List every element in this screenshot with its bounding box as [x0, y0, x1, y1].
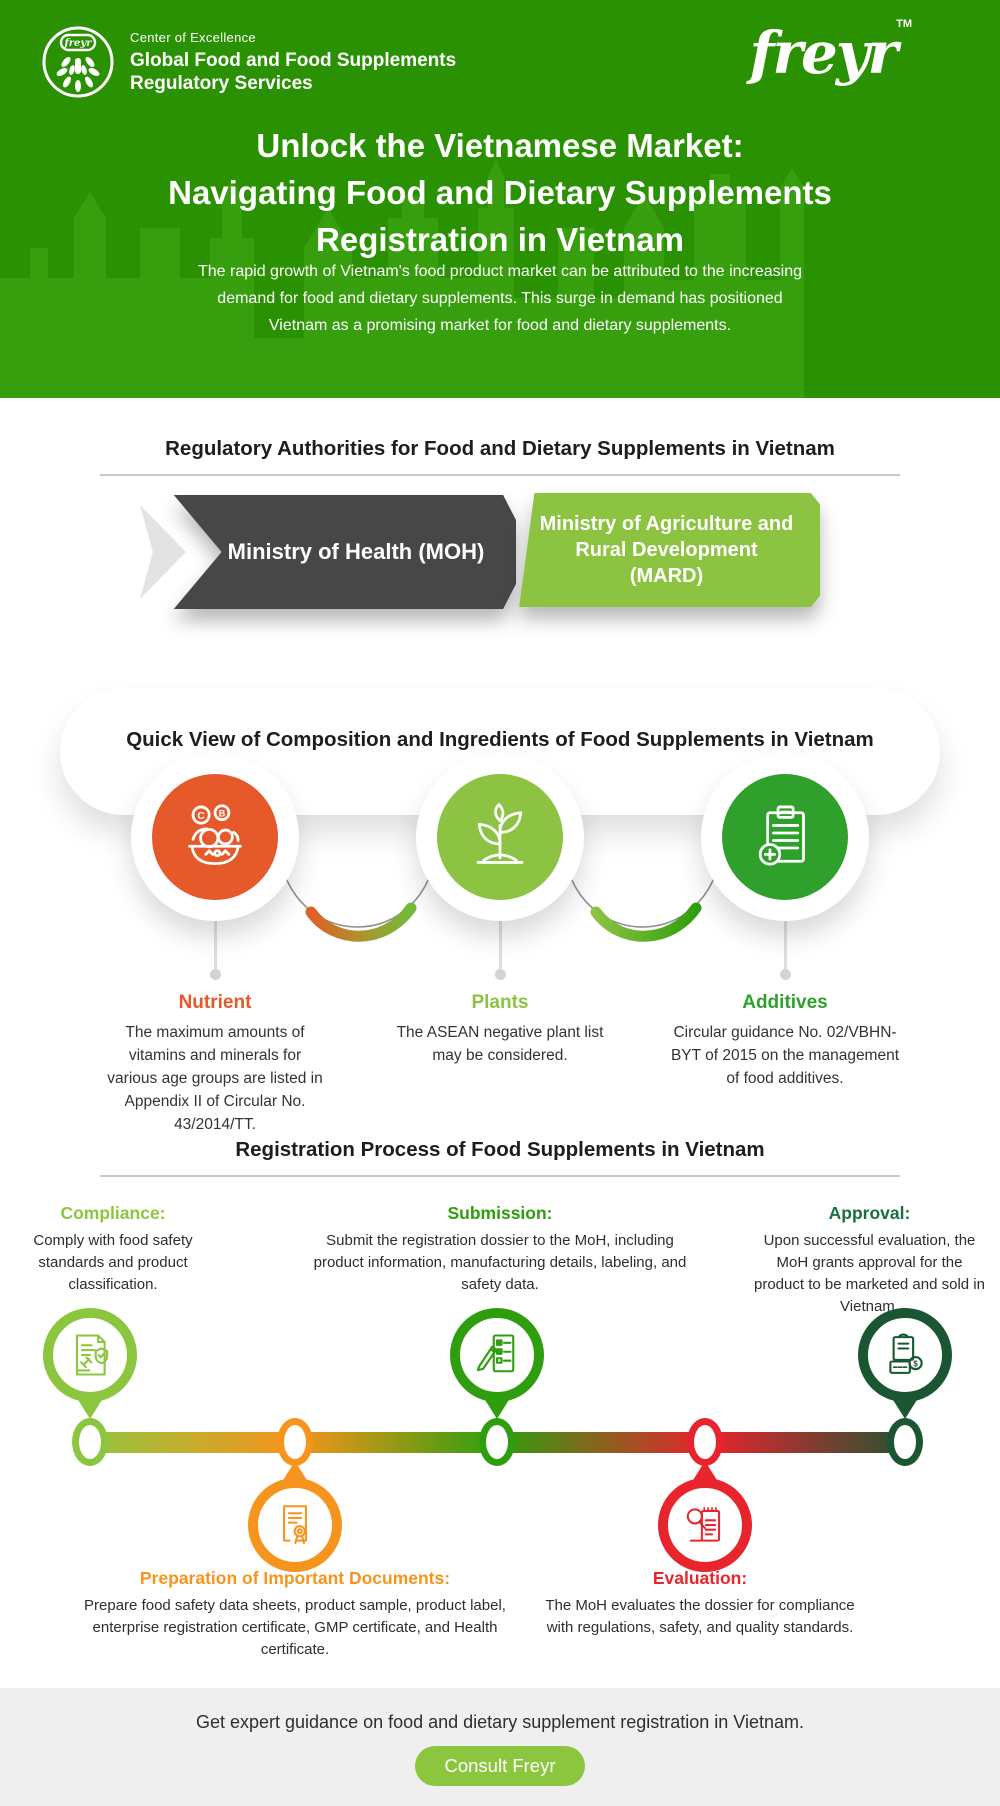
additives-stem-connector — [780, 906, 791, 980]
header-banner: freyr Center of Excellence Global Food a… — [0, 0, 1000, 398]
process-heading: Registration Process of Food Supplements… — [235, 1138, 765, 1161]
mard-label: Ministry of Agriculture and Rural Develo… — [539, 513, 794, 587]
evaluation-description: The MoH evaluates the dossier for compli… — [545, 1597, 855, 1636]
compliance-step-text: Compliance: Comply with food safety stan… — [8, 1203, 218, 1296]
intro-paragraph: The rapid growth of Vietnam's food produ… — [198, 263, 802, 334]
timeline-node-approval — [887, 1418, 923, 1466]
page-title-line2: Navigating Food and Dietary Supplements — [168, 174, 832, 211]
additives-circle — [701, 753, 869, 921]
page-title-line3: Registration in Vietnam — [316, 221, 684, 258]
preparation-pin — [248, 1478, 342, 1572]
compliance-document-icon — [75, 1334, 109, 1376]
additives-description: Circular guidance No. 02/VBHN-BYT of 201… — [670, 1024, 900, 1087]
svg-text:C: C — [197, 811, 205, 822]
approval-package-icon: $ — [889, 1333, 923, 1374]
fruit-bowl-icon: C B — [188, 804, 242, 865]
plants-title: Plants — [471, 992, 529, 1013]
additives-clipboard-icon — [758, 805, 805, 866]
compliance-description: Comply with food safety standards and pr… — [33, 1232, 193, 1293]
trademark-symbol: TM — [896, 18, 912, 30]
evaluation-step-text: Evaluation: The MoH evaluates the dossie… — [545, 1568, 855, 1639]
plant-sprout-icon — [476, 803, 524, 864]
preparation-step-text: Preparation of Important Documents: Prep… — [80, 1568, 510, 1661]
page-title-line1: Unlock the Vietnamese Market: — [256, 127, 744, 164]
swoosh-connectors-graphic — [282, 869, 718, 942]
freyr-wordmark: freyrTM — [749, 18, 912, 87]
footer-band: Get expert guidance on food and dietary … — [0, 1688, 1000, 1806]
approval-description: Upon successful evaluation, the MoH gran… — [754, 1232, 985, 1315]
svg-text:freyr: freyr — [63, 38, 92, 49]
plants-description: The ASEAN negative plant list may be con… — [396, 1024, 604, 1064]
page-title: Unlock the Vietnamese Market: Navigating… — [0, 122, 1000, 263]
moh-label: Ministry of Health (MOH) — [227, 539, 485, 564]
consult-freyr-button[interactable]: Consult Freyr — [415, 1746, 585, 1786]
timeline-node-evaluation — [687, 1418, 723, 1466]
composition-heading: Quick View of Composition and Ingredient… — [126, 728, 874, 751]
nutrient-title: Nutrient — [178, 992, 252, 1013]
freyr-coe-logo-icon: freyr — [42, 26, 114, 98]
mard-banner: Ministry of Agriculture and Rural Develo… — [513, 493, 820, 607]
authorities-heading: Regulatory Authorities for Food and Diet… — [165, 437, 835, 460]
evaluation-title: Evaluation: — [652, 1568, 748, 1588]
coe-title-line1: Global Food and Food Supplements — [130, 50, 457, 71]
authorities-divider — [100, 474, 900, 476]
process-divider — [100, 1175, 900, 1177]
timeline-node-preparation — [277, 1418, 313, 1466]
footer-message: Get expert guidance on food and dietary … — [195, 1712, 805, 1732]
approval-title: Approval: — [828, 1203, 911, 1223]
submission-description: Submit the registration dossier to the M… — [313, 1232, 687, 1293]
approval-step-text: Approval: Upon successful evaluation, th… — [752, 1203, 987, 1318]
evaluation-pin — [658, 1478, 752, 1572]
preparation-title: Preparation of Important Documents: — [139, 1568, 451, 1588]
additives-title: Additives — [742, 992, 828, 1013]
coe-title-line2: Regulatory Services — [130, 73, 313, 95]
nutrient-description: The maximum amounts of vitamins and mine… — [107, 1024, 323, 1133]
approval-pin: $ — [858, 1308, 952, 1402]
cityscape-silhouette-graphic — [0, 160, 804, 398]
submission-pin — [450, 1308, 544, 1402]
compliance-pin — [43, 1308, 137, 1402]
coe-logo-block: freyr Center of Excellence Global Food a… — [40, 24, 456, 100]
timeline-node-compliance — [72, 1418, 108, 1466]
submission-title: Submission: — [447, 1203, 553, 1223]
timeline-node-submission — [479, 1418, 515, 1466]
preparation-description: Prepare food safety data sheets, product… — [84, 1597, 506, 1658]
nutrient-circle: C B — [131, 753, 299, 921]
evaluation-magnifier-icon — [686, 1507, 721, 1542]
svg-text:$: $ — [913, 1359, 918, 1368]
moh-banner: Ministry of Health (MOH) — [148, 495, 516, 609]
plants-stem-connector — [495, 906, 506, 980]
coe-label: Center of Excellence — [130, 30, 256, 45]
compliance-title: Compliance: — [60, 1203, 166, 1223]
nutrient-stem-connector — [210, 906, 221, 980]
submission-checklist-icon — [476, 1334, 515, 1373]
plants-circle — [416, 753, 584, 921]
certificate-icon — [283, 1505, 307, 1544]
submission-step-text: Submission: Submit the registration doss… — [300, 1203, 700, 1296]
svg-text:B: B — [219, 809, 226, 819]
